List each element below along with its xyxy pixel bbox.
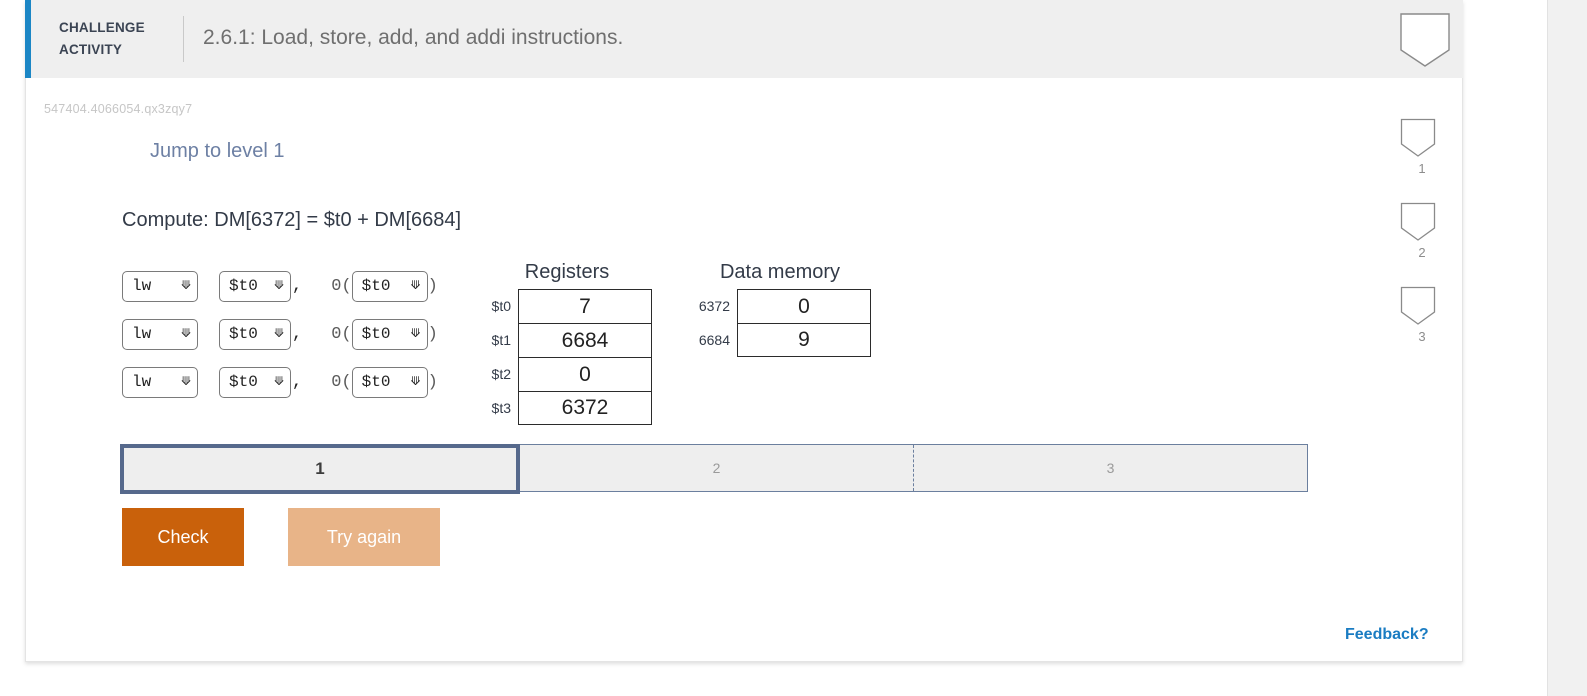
memory-address: 6684 (698, 332, 730, 348)
challenge-label-line1: CHALLENGE (59, 20, 145, 35)
chevron-down-icon: ⟱ (180, 375, 191, 389)
step-tab-3[interactable]: 3 (913, 445, 1307, 491)
register-value: 6372 (518, 391, 652, 425)
registers-title: Registers (524, 261, 610, 283)
register-name: $t1 (491, 332, 511, 348)
open-paren-2: ( (341, 324, 352, 344)
offset-value-1: 0 (331, 276, 342, 296)
table-row: $t1 6684 (482, 323, 652, 357)
chevron-down-icon: ⟱ (180, 327, 191, 341)
dest-register-select-3[interactable]: $t0 ⟱ (219, 366, 291, 398)
comma-separator-2: , (292, 324, 303, 344)
table-row: $t2 0 (482, 357, 652, 391)
chevron-down-icon: ⟱ (410, 327, 421, 341)
opcode-select-2[interactable]: lw ⟱ (122, 318, 198, 350)
close-paren-3: ) (427, 372, 438, 392)
register-name: $t2 (491, 366, 511, 382)
right-rail-edge (1547, 0, 1548, 696)
data-memory-title: Data memory (719, 261, 841, 283)
table-row: $t0 7 (482, 289, 652, 323)
table-row: $t3 6372 (482, 391, 652, 425)
instruction-row: lw ⟱ $t0 ⟱ , 0 ( $t0 ⟱ ) (122, 358, 438, 406)
comma-separator-1: , (292, 276, 303, 296)
badge-item-2[interactable]: 2 (1400, 202, 1444, 260)
instruction-row: lw ⟱ $t0 ⟱ , 0 ( $t0 ⟱ ) (122, 310, 438, 358)
close-paren-1: ) (427, 276, 438, 296)
register-value: 0 (518, 357, 652, 391)
memory-address: 6372 (698, 298, 730, 314)
chevron-down-icon: ⟱ (273, 375, 284, 389)
table-row: 6684 9 (689, 323, 871, 357)
chevron-down-icon: ⟱ (273, 327, 284, 341)
activity-title: 2.6.1: Load, store, add, and addi instru… (203, 26, 624, 49)
header-divider (183, 16, 184, 62)
step-tab-2[interactable]: 2 (520, 445, 913, 491)
activity-id: 547404.4066054.qx3zqy7 (44, 102, 193, 116)
challenge-activity-label: CHALLENGE ACTIVITY (59, 17, 157, 61)
register-value: 7 (518, 289, 652, 323)
base-register-value-2: $t0 (361, 325, 391, 343)
opcode-select-3[interactable]: lw ⟱ (122, 366, 198, 398)
base-register-select-2[interactable]: $t0 ⟱ (351, 318, 428, 350)
base-register-select-1[interactable]: $t0 ⟱ (351, 270, 428, 302)
activity-header (25, 0, 1463, 78)
shield-badge-icon (1400, 118, 1436, 157)
memory-value: 9 (737, 323, 871, 357)
registers-table: Registers $t0 7 $t1 6684 $t2 0 $t3 6372 (482, 261, 652, 425)
header-shield-badge-icon (1399, 12, 1451, 68)
register-name: $t0 (491, 298, 511, 314)
chevron-down-icon: ⟱ (410, 279, 421, 293)
badge-item-1[interactable]: 1 (1400, 118, 1444, 176)
offset-value-2: 0 (331, 324, 342, 344)
compute-statement: Compute: DM[6372] = $t0 + DM[6684] (122, 209, 462, 231)
right-rail (1547, 0, 1587, 696)
chevron-down-icon: ⟱ (180, 279, 191, 293)
instruction-row: lw ⟱ $t0 ⟱ , 0 ( $t0 ⟱ ) (122, 262, 438, 310)
badge-label-3: 3 (1418, 329, 1426, 344)
data-memory-table: Data memory 6372 0 6684 9 (689, 261, 871, 357)
check-button[interactable]: Check (122, 508, 244, 566)
base-register-value-1: $t0 (361, 277, 391, 295)
opcode-value-1: lw (132, 277, 152, 295)
challenge-label-line2: ACTIVITY (59, 42, 123, 57)
opcode-select-1[interactable]: lw ⟱ (122, 270, 198, 302)
shield-badge-icon (1400, 286, 1436, 325)
base-register-value-3: $t0 (361, 373, 391, 391)
badge-rail: 1 2 3 (1400, 118, 1452, 370)
shield-badge-icon (1400, 202, 1436, 241)
badge-label-1: 1 (1418, 161, 1426, 176)
table-row: 6372 0 (689, 289, 871, 323)
step-progress-bar: 1 2 3 (120, 444, 1308, 494)
base-register-select-3[interactable]: $t0 ⟱ (351, 366, 428, 398)
badge-item-3[interactable]: 3 (1400, 286, 1444, 344)
dest-register-value-2: $t0 (229, 325, 258, 343)
try-again-button[interactable]: Try again (288, 508, 440, 566)
chevron-down-icon: ⟱ (410, 375, 421, 389)
memory-value: 0 (737, 289, 871, 323)
offset-value-3: 0 (331, 372, 342, 392)
dest-register-select-2[interactable]: $t0 ⟱ (219, 318, 291, 350)
header-accent-bar (25, 0, 31, 78)
dest-register-value-1: $t0 (229, 277, 258, 295)
jump-to-level-link[interactable]: Jump to level 1 (150, 140, 285, 162)
step-tab-1[interactable]: 1 (120, 444, 520, 494)
feedback-link[interactable]: Feedback? (1345, 626, 1429, 643)
dest-register-select-1[interactable]: $t0 ⟱ (219, 270, 291, 302)
open-paren-1: ( (341, 276, 352, 296)
close-paren-2: ) (427, 324, 438, 344)
open-paren-3: ( (341, 372, 352, 392)
opcode-value-3: lw (132, 373, 152, 391)
comma-separator-3: , (292, 372, 303, 392)
dest-register-value-3: $t0 (229, 373, 258, 391)
chevron-down-icon: ⟱ (273, 279, 284, 293)
instruction-rows: lw ⟱ $t0 ⟱ , 0 ( $t0 ⟱ ) lw ⟱ $t0 ⟱ , 0 … (122, 262, 438, 406)
opcode-value-2: lw (132, 325, 152, 343)
register-name: $t3 (491, 400, 511, 416)
register-value: 6684 (518, 323, 652, 357)
badge-label-2: 2 (1418, 245, 1426, 260)
